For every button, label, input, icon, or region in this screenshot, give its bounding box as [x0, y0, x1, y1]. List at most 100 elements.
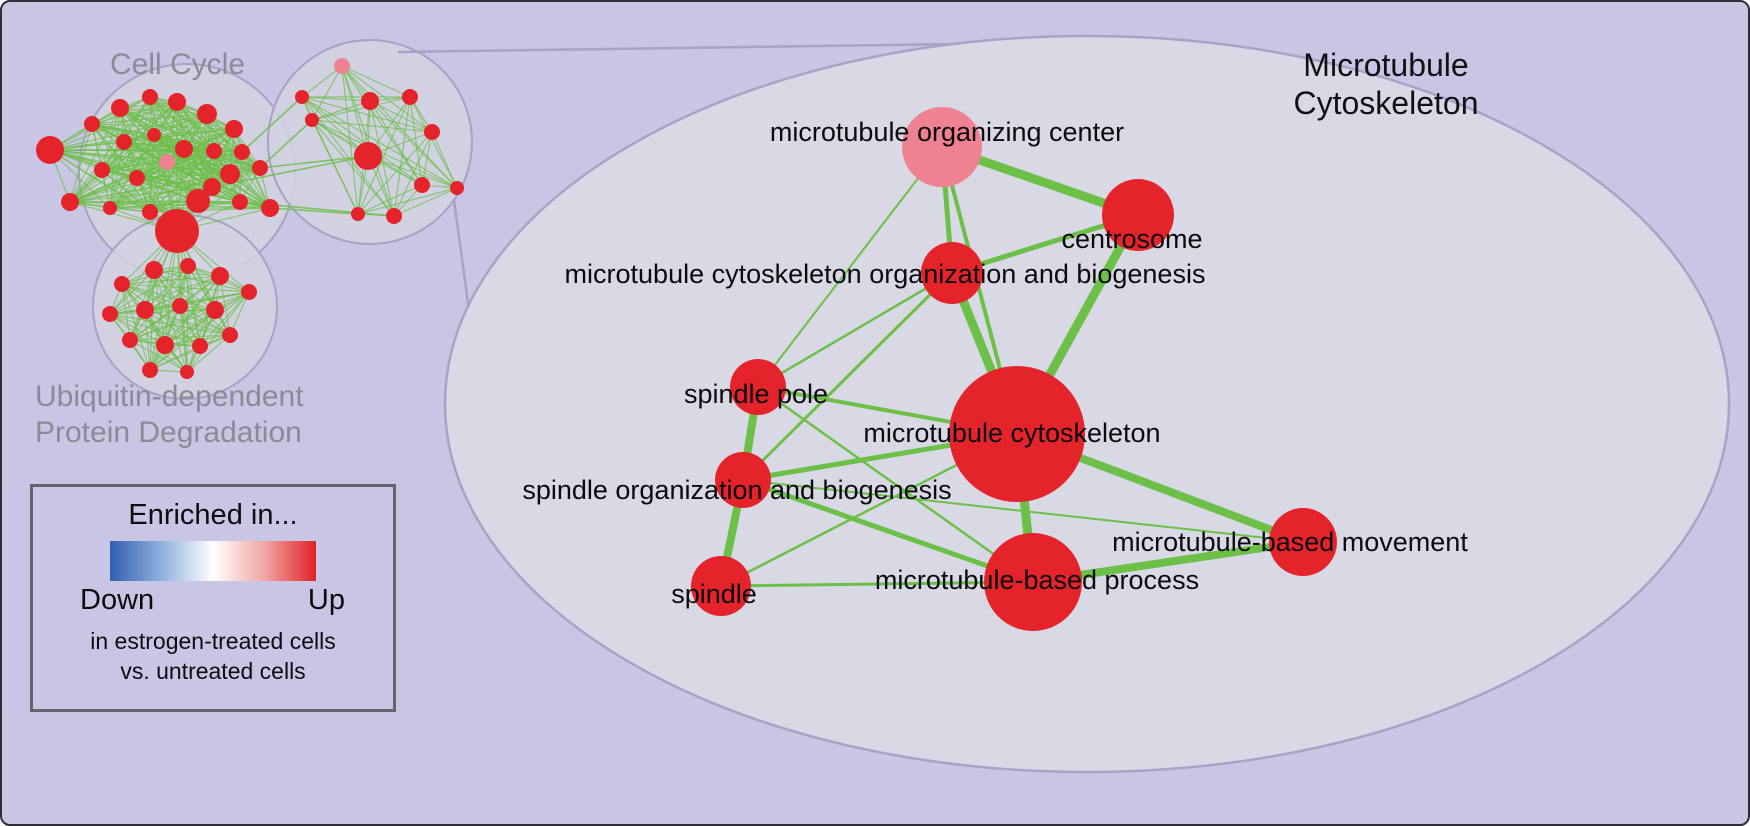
overview-edge [69, 113, 208, 203]
edge-mb-process--spindle [720, 580, 1034, 588]
overview-edge [369, 100, 423, 186]
overview-node [36, 136, 64, 164]
overview-edge [109, 313, 231, 336]
enrichment-gradient-bar [110, 541, 316, 581]
overview-edge [186, 275, 221, 373]
overview-node [172, 298, 188, 314]
overview-edge [101, 150, 215, 171]
overview-edge [311, 119, 458, 189]
overview-node [203, 178, 221, 196]
overview-edge [69, 107, 121, 203]
overview-node [102, 306, 118, 322]
overview-node [61, 193, 79, 211]
overview-edge [136, 167, 261, 179]
overview-edge [301, 96, 371, 102]
overview-edge [153, 269, 216, 311]
overview-edge [109, 269, 155, 315]
overview-edge [393, 187, 458, 217]
overview-node [145, 261, 163, 279]
overview-edge [136, 151, 243, 179]
overview-edge [69, 161, 168, 203]
overview-node [192, 338, 208, 354]
overview-node [252, 160, 268, 176]
overview-node [103, 201, 117, 215]
overview-node [450, 181, 464, 195]
overview-node [180, 365, 194, 379]
overview-edge [121, 283, 181, 307]
overview-cross-edge [211, 155, 369, 188]
overview-edge [393, 131, 433, 217]
overview-node [155, 209, 199, 253]
overview-node [361, 92, 379, 110]
overview-node [241, 284, 257, 300]
overview-edge [164, 291, 250, 346]
overview-node [206, 143, 222, 159]
overview-edge [166, 161, 231, 175]
overview-node [211, 267, 229, 285]
overview-node [84, 116, 100, 132]
legend-caption-line1: in estrogen-treated cells [90, 628, 336, 654]
overview-edge [129, 334, 231, 341]
overview-edge [121, 275, 221, 285]
node-label-moc: microtubule organizing center [770, 117, 1124, 147]
overview-edge [144, 309, 201, 347]
overview-edge [101, 161, 168, 171]
overview-node [197, 104, 217, 124]
edge-spindle-pole--mb-process [757, 385, 1034, 584]
overview-edge [129, 309, 216, 341]
overview-edge [153, 128, 235, 136]
overview-cross-edge [241, 96, 303, 153]
cluster-circle-microtubule-cytoskeleton [267, 39, 473, 245]
node-spindle [691, 556, 751, 616]
overview-edge [101, 169, 231, 175]
overview-edge [109, 313, 201, 347]
overview-edge [431, 131, 458, 189]
ubiquitin-cluster-label: Ubiquitin-dependent Protein Degradation [35, 379, 304, 451]
microtubule-title-line2: Cytoskeleton [1293, 85, 1479, 121]
legend-caption-line2: vs. untreated cells [120, 658, 306, 684]
overview-edge [109, 313, 166, 346]
overview-edge [301, 96, 369, 157]
overview-node [94, 162, 110, 178]
overview-edge [369, 100, 458, 189]
overview-edge [153, 134, 243, 153]
overview-edge [101, 128, 235, 171]
overview-edge [241, 151, 271, 209]
overview-edge [153, 269, 250, 293]
overview-node [220, 164, 240, 184]
magnifier-line-1 [397, 42, 958, 54]
overview-edge [136, 177, 213, 188]
edge-sob--mb-process [742, 477, 1034, 585]
edge-mcob--spindle-pole [757, 271, 953, 389]
overview-edge [121, 283, 216, 311]
overview-node [116, 134, 132, 150]
node-label-mt-cytoskeleton: microtubule cytoskeleton [863, 418, 1160, 448]
overview-edge [301, 96, 423, 186]
overview-edge [69, 96, 151, 203]
overview-edge [367, 155, 458, 189]
overview-edge [149, 334, 231, 371]
node-label-sob: spindle organization and biogenesis [522, 475, 951, 505]
legend-caption: in estrogen-treated cells vs. untreated … [33, 626, 393, 686]
overview-edge [129, 291, 250, 341]
node-moc [902, 107, 982, 187]
overview-cross-edge [259, 155, 369, 169]
overview-edge [123, 101, 178, 143]
overview-edge [369, 100, 395, 217]
overview-node [142, 362, 158, 378]
magnified-ellipse [443, 34, 1731, 774]
overview-cross-edge [259, 119, 313, 169]
overview-node [354, 142, 382, 170]
overview-edge [69, 101, 178, 203]
overview-edge [357, 131, 433, 215]
overview-node [295, 90, 309, 104]
edge-mcob--sob [741, 271, 954, 482]
ubiquitin-label-line1: Ubiquitin-dependent [35, 380, 304, 413]
microtubule-title-line1: Microtubule [1303, 47, 1469, 83]
overview-node [222, 327, 238, 343]
overview-edge [153, 269, 231, 336]
overview-node [142, 89, 158, 105]
edge-moc--spindle-pole [757, 146, 943, 388]
